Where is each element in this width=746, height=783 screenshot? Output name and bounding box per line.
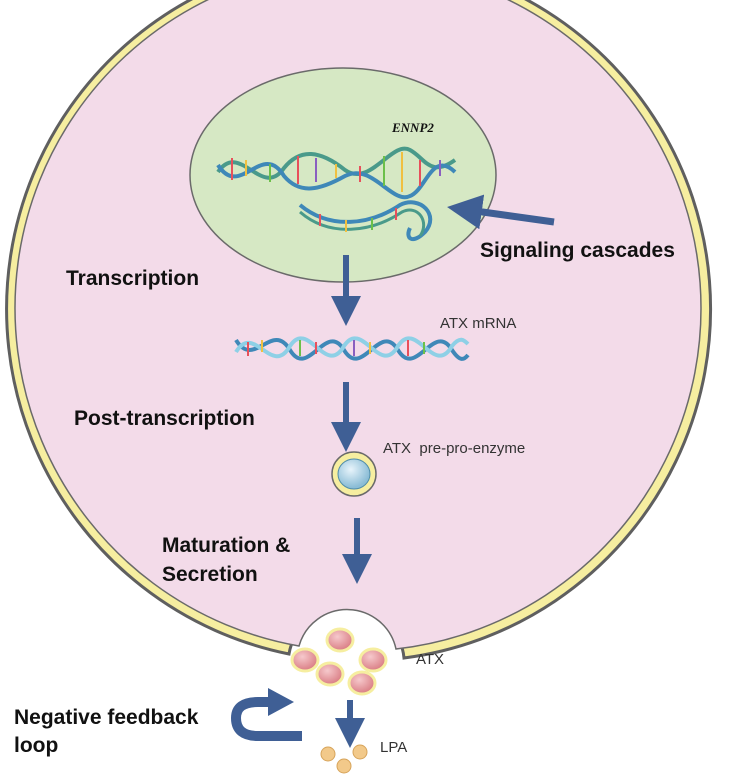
- negative-feedback-label: Negative feedback: [14, 706, 199, 729]
- signaling-cascades-label: Signaling cascades: [480, 239, 675, 262]
- feedback-loop-arrow: [231, 697, 302, 741]
- pre-pro-enzyme-label: ATX pre-pro-enzyme: [383, 440, 526, 457]
- post-transcription-label: Post-transcription: [74, 407, 255, 430]
- loop-label: loop: [14, 734, 59, 757]
- atx-particle: [347, 670, 377, 696]
- dna-helix: [216, 146, 457, 242]
- atx-particle: [315, 661, 345, 687]
- atx-particle: [290, 647, 320, 673]
- atx-label: ATX: [416, 651, 445, 668]
- lpa-particles: [320, 744, 368, 774]
- atx-particle: [325, 627, 355, 653]
- atx-particle: [358, 647, 388, 673]
- lpa-particle: [352, 744, 368, 760]
- feedback-loop-arrowhead: [268, 688, 294, 716]
- lpa-label: LPA: [380, 739, 408, 756]
- atx-particles: [290, 627, 388, 696]
- signaling-arrow: [447, 194, 555, 230]
- secretion-label: Secretion: [162, 563, 258, 586]
- transcription-label: Transcription: [66, 267, 200, 290]
- pre-pro-enzyme-core: [337, 458, 371, 490]
- maturation-label: Maturation &: [162, 534, 291, 557]
- gene-label: ENNP2: [392, 120, 434, 135]
- mrna-helix: [234, 336, 470, 361]
- lpa-particle: [320, 746, 336, 762]
- lpa-particle: [336, 758, 352, 774]
- mrna-label: ATX mRNA: [440, 315, 517, 332]
